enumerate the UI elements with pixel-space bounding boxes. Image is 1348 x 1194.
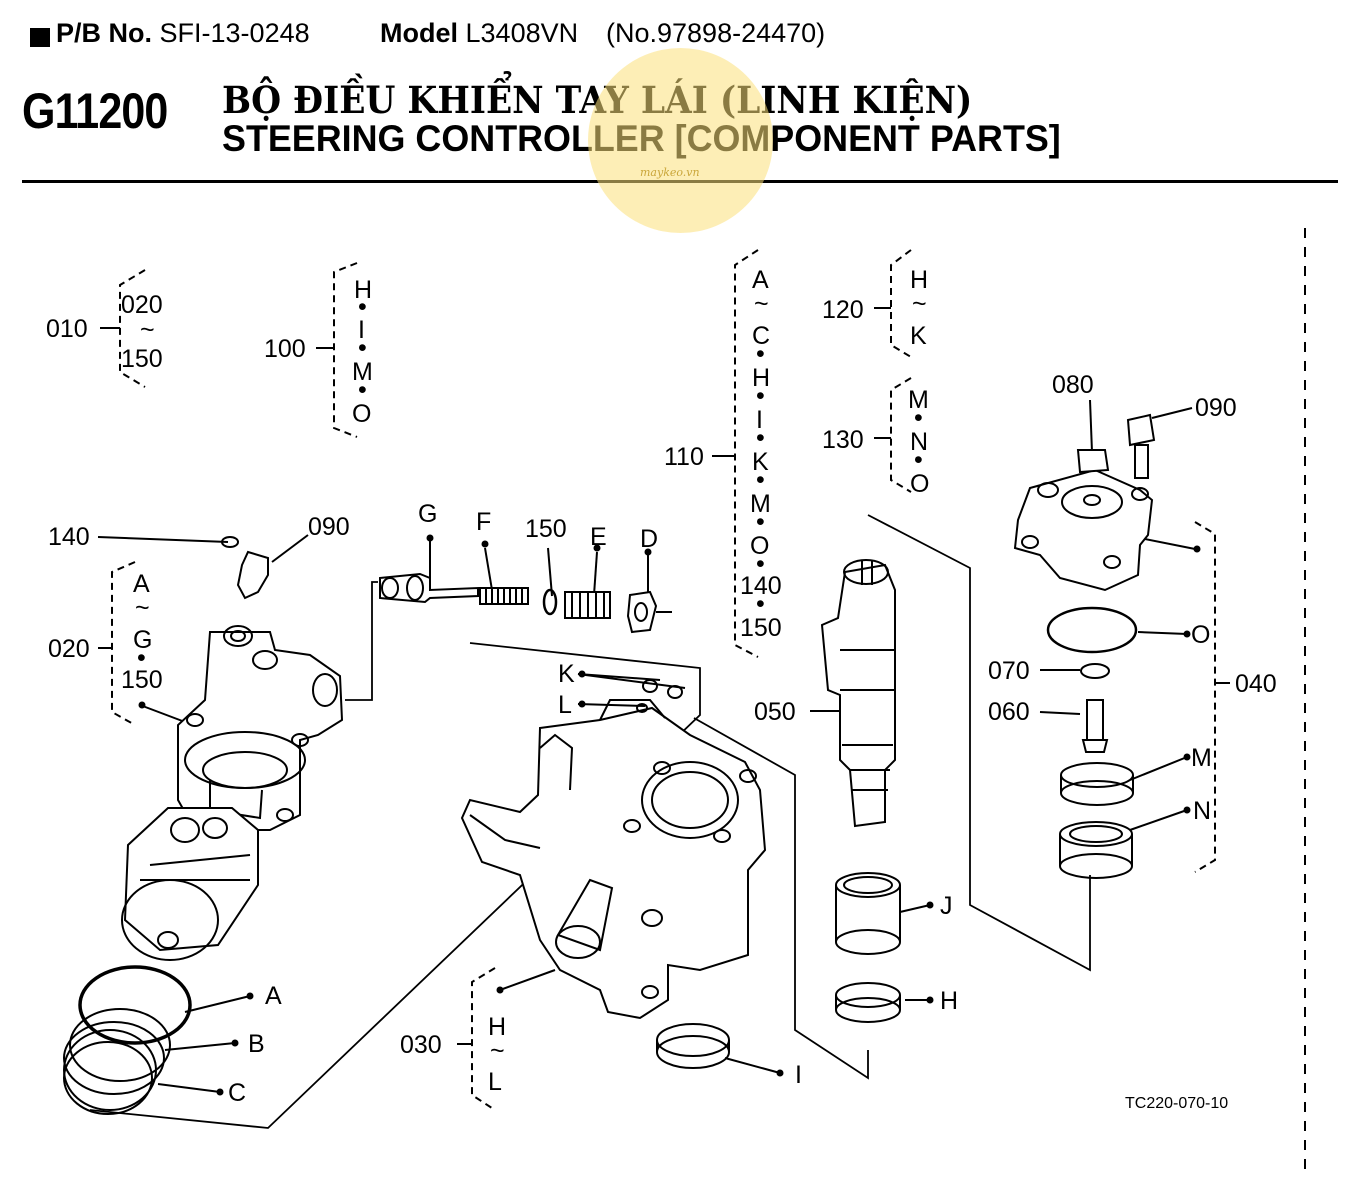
part-label-060: 060 (988, 698, 1030, 726)
letter-k: K (752, 448, 769, 476)
letter-l: L (558, 691, 572, 719)
letter-g: G (418, 500, 437, 528)
part-label-080: 080 (1052, 371, 1094, 399)
group-code: G11200 (22, 83, 168, 139)
part-label-110: 110 (664, 443, 704, 471)
letter-i: I (756, 406, 763, 434)
letter-o: O (352, 400, 371, 428)
letter-h: H (910, 266, 928, 294)
part-label-070: 070 (988, 657, 1030, 685)
letter-e: E (590, 523, 607, 551)
letter-d: D (640, 525, 658, 553)
tilde-symbol: ~ (140, 316, 155, 344)
part-label-130: 130 (822, 426, 864, 454)
pb-value: SFI-13-0248 (159, 18, 310, 48)
tilde-symbol: ~ (135, 594, 150, 622)
dot-symbol: • (756, 382, 765, 410)
letter-j: J (940, 892, 953, 920)
dot-symbol: • (914, 404, 923, 432)
part-label-090-right: 090 (1195, 394, 1237, 422)
model: Model L3408VN (380, 18, 578, 49)
letter-o: O (910, 470, 929, 498)
letter-a: A (752, 266, 769, 294)
dot-symbol: • (358, 334, 367, 362)
letter-i: I (358, 316, 365, 344)
letter-c: C (228, 1079, 246, 1107)
letter-n: N (910, 428, 928, 456)
letter-n: N (1193, 797, 1211, 825)
dot-symbol: • (756, 466, 765, 494)
letter-f: F (476, 508, 491, 536)
part-label-140-range: 140 (740, 572, 782, 600)
letter-l: L (488, 1068, 502, 1096)
pb-label: P/B No. (56, 18, 153, 48)
letter-h: H (940, 987, 958, 1015)
letter-k: K (558, 660, 575, 688)
dot-symbol: • (358, 293, 367, 321)
letter-o: O (750, 532, 769, 560)
part-label-120: 120 (822, 296, 864, 324)
letter-m: M (352, 358, 373, 386)
part-label-030: 030 (400, 1031, 442, 1059)
letter-h: H (752, 364, 770, 392)
letter-g: G (133, 626, 152, 654)
square-bullet-icon (30, 28, 50, 47)
letter-i: I (795, 1061, 802, 1089)
letter-a: A (265, 982, 282, 1010)
serial-number: (No.97898-24470) (606, 18, 826, 48)
tilde-symbol: ~ (754, 290, 769, 318)
part-label-150-range: 150 (121, 345, 163, 373)
pb-number: P/B No. SFI-13-0248 (56, 18, 310, 49)
model-label: Model (380, 18, 458, 48)
figure-reference: TC220-070-10 (1125, 1095, 1228, 1112)
part-label-100: 100 (264, 335, 306, 363)
letter-k: K (910, 322, 927, 350)
dot-symbol: • (914, 446, 923, 474)
dot-symbol: • (756, 550, 765, 578)
letter-c: C (752, 322, 770, 350)
letter-h: H (354, 276, 372, 304)
part-label-140: 140 (48, 523, 90, 551)
part-label-020-range: 020 (121, 291, 163, 319)
letter-o: O (1191, 621, 1210, 649)
dot-symbol: • (756, 424, 765, 452)
tilde-symbol: ~ (912, 290, 927, 318)
letter-a: A (133, 570, 150, 598)
part-label-040: 040 (1235, 670, 1277, 698)
letter-m: M (750, 490, 771, 518)
dot-symbol: • (137, 644, 146, 672)
model-value: L3408VN (465, 18, 579, 48)
dot-symbol: • (358, 376, 367, 404)
letter-b: B (248, 1030, 265, 1058)
watermark-text: maykeo.vn (640, 166, 700, 179)
part-label-050: 050 (754, 698, 796, 726)
part-label-010: 010 (46, 315, 88, 343)
part-label-150-range: 150 (121, 666, 163, 694)
dot-symbol: • (756, 508, 765, 536)
part-label-090-left: 090 (308, 513, 350, 541)
letter-h: H (488, 1013, 506, 1041)
watermark-logo (588, 48, 773, 233)
part-label-020: 020 (48, 635, 90, 663)
dot-symbol: • (756, 340, 765, 368)
part-label-150-range: 150 (740, 614, 782, 642)
part-label-150-ring: 150 (525, 515, 567, 543)
letter-m: M (908, 386, 929, 414)
letter-m: M (1191, 744, 1212, 772)
dot-symbol: • (756, 590, 765, 618)
tilde-symbol: ~ (490, 1037, 505, 1065)
